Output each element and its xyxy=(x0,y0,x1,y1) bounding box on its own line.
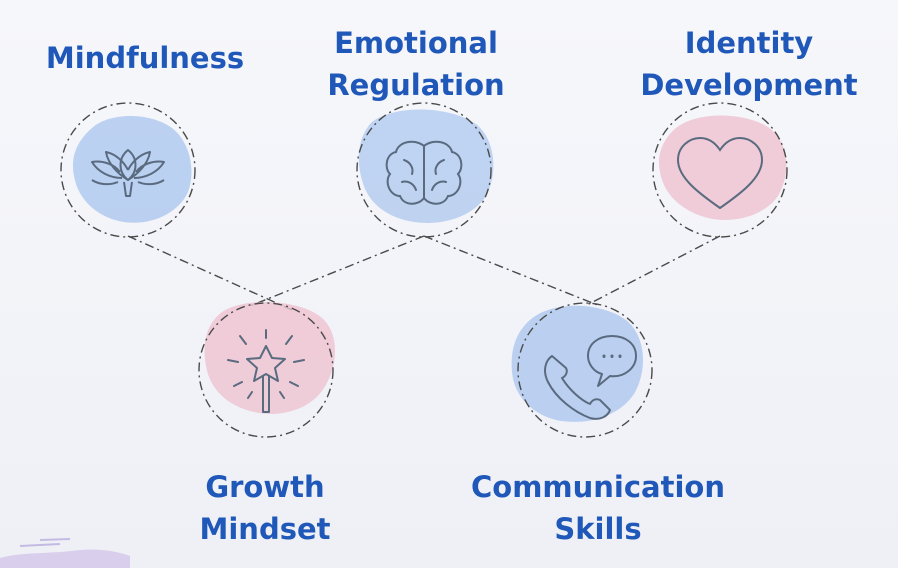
label-growth-mindset: Growth Mindset xyxy=(199,470,331,546)
watercolor-corner-decoration xyxy=(0,538,130,568)
dashed-ring xyxy=(652,102,788,238)
connector-emotional-communication xyxy=(423,235,601,307)
watercolor-blob xyxy=(358,109,494,223)
label-emotional-regulation: Emotional Regulation xyxy=(327,26,505,102)
node-growth-mindset xyxy=(198,301,335,438)
connector-mindfulness-growth xyxy=(127,235,293,311)
dashed-ring xyxy=(356,102,492,238)
brain-icon xyxy=(385,140,463,205)
watercolor-blob xyxy=(72,116,192,223)
connector-identity-communication xyxy=(584,235,721,307)
heart-icon xyxy=(676,136,764,210)
node-mindfulness xyxy=(60,102,196,238)
node-identity-development xyxy=(652,102,788,238)
watercolor-blob xyxy=(658,115,787,220)
dashed-ring xyxy=(517,302,653,438)
label-identity-development: Identity Development xyxy=(640,26,858,102)
node-emotional-regulation xyxy=(356,102,494,238)
watercolor-blob xyxy=(204,301,335,414)
magic-wand-icon xyxy=(227,329,305,413)
watercolor-blob xyxy=(511,305,644,422)
dashed-ring xyxy=(198,302,334,438)
label-mindfulness: Mindfulness xyxy=(45,41,245,75)
dashed-ring xyxy=(60,102,196,238)
node-communication-skills xyxy=(511,302,653,438)
phone-chat-icon xyxy=(544,335,637,420)
connectors xyxy=(127,235,721,311)
lotus-icon xyxy=(91,149,165,197)
connector-emotional-growth xyxy=(249,235,425,307)
label-communication-skills: Communication Skills xyxy=(470,470,726,546)
